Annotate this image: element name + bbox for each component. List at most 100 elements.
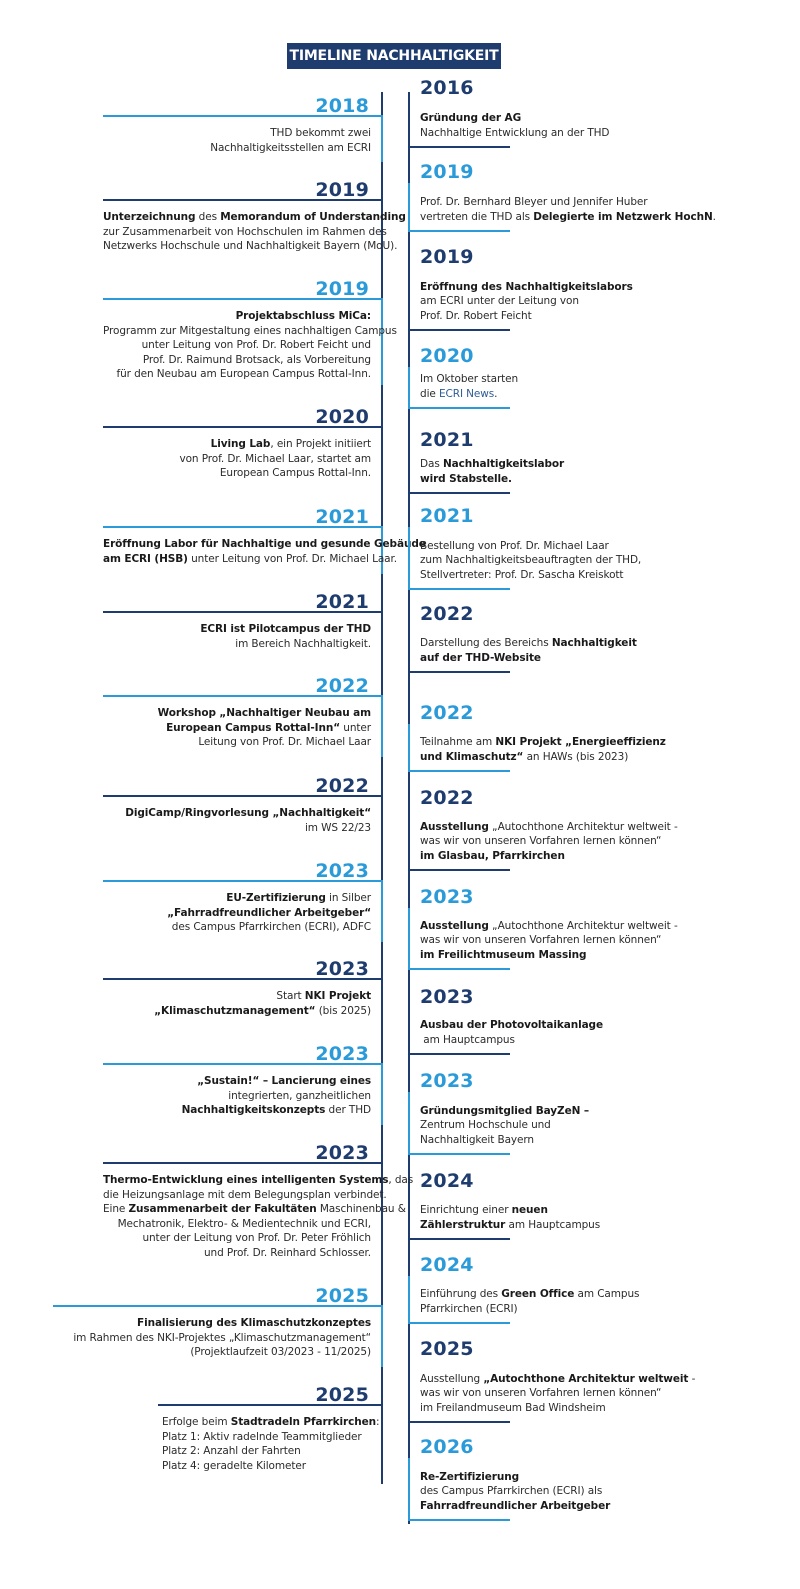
- ecri-news-link[interactable]: ECRI News: [438, 387, 495, 400]
- bold-text: Green Office: [501, 1288, 575, 1300]
- text: im Bereich Nachhaltigkeit.: [235, 637, 371, 650]
- entry-description: Finalisierung des Klimaschutzkonzeptes i…: [53, 1316, 371, 1360]
- text: am Hauptcampus: [505, 1218, 601, 1231]
- bold-text: Finalisierung des Klimaschutzkonzeptes: [137, 1317, 371, 1329]
- entry-description: Projektabschluss MiCa: Programm zur Mitg…: [103, 309, 397, 382]
- text: THD bekommt zwei Nachhaltigkeitsstellen …: [210, 127, 371, 154]
- text: .: [494, 387, 498, 400]
- bold-text: Delegierte im Netzwerk HochN: [533, 210, 713, 223]
- bold-text: Nachhaltigkeit auf der THD-Website: [420, 637, 637, 664]
- text: Einführung des: [420, 1288, 502, 1300]
- text: - was wir von unseren Vorfahren lernen k…: [420, 1372, 696, 1414]
- bold-text: Fahrradfreundlicher Arbeitgeber: [420, 1499, 611, 1512]
- page-title: TIMELINE NACHHALTIGKEIT: [287, 43, 501, 69]
- entry-description: Prof. Dr. Bernhard Bleyer und Jennifer H…: [420, 195, 716, 224]
- text: zur Zusammenarbeit von Hochschulen im Ra…: [103, 225, 398, 253]
- text: des: [195, 211, 221, 223]
- entry-description: EU-Zertifizierung in Silber „Fahrradfreu…: [103, 891, 371, 935]
- text: Programm zur Mitgestaltung eines nachhal…: [103, 324, 397, 380]
- year-label: 2025: [315, 1285, 369, 1307]
- bold-text: Living Lab: [210, 438, 271, 450]
- text: in Silber: [329, 892, 371, 904]
- text: des Campus Pfarrkirchen (ECRI), ADFC: [171, 921, 371, 933]
- text: Prof. Dr. Bernhard Bleyer und Jennifer H…: [420, 196, 648, 223]
- text: Darstellung des Bereichs: [420, 637, 552, 649]
- year-label: 2023: [420, 886, 474, 908]
- text: Ausstellung: [420, 1372, 484, 1385]
- bold-text: Nachhaltigkeitslabor wird Stabstelle.: [420, 458, 565, 485]
- timeline-axis-left: [381, 92, 383, 1484]
- bold-text: DigiCamp/Ringvorlesung „Nachhaltigkeit“: [125, 807, 371, 819]
- bold-text: Ausstellung: [420, 820, 489, 833]
- entry-description: Eröffnung Labor für Nachhaltige und gesu…: [103, 537, 426, 566]
- entry-description: Workshop „Nachhaltiger Neubau am Europea…: [103, 706, 371, 750]
- text: im Rahmen des NKI-Projektes „Klimaschutz…: [73, 1331, 371, 1359]
- bold-text: Memorandum of Understanding: [220, 211, 406, 223]
- bold-text: Ausbau der Photovoltaikanlage: [420, 1019, 603, 1031]
- year-label: 2023: [315, 1142, 369, 1164]
- text: : Platz 1: Aktiv radelnde Teammitglieder…: [162, 1416, 380, 1472]
- year-label: 2020: [420, 345, 474, 367]
- year-label: 2023: [315, 860, 369, 882]
- text: „Autochthone Architektur weltweit - was …: [420, 919, 678, 947]
- entry-description: Eröffnung des Nachhaltigkeitslabors am E…: [420, 280, 633, 324]
- entry-description: Erfolge beim Stadtradeln Pfarrkirchen: P…: [158, 1415, 380, 1473]
- entry-description: Ausbau der Photovoltaikanlage am Hauptca…: [420, 1018, 603, 1047]
- bold-text: Nachhaltigkeitskonzepts: [181, 1104, 326, 1116]
- entry-description: Bestellung von Prof. Dr. Michael Laar zu…: [420, 539, 641, 583]
- bold-text: Stadtradeln Pfarrkirchen: [230, 1416, 376, 1428]
- bold-text: „Sustain!“ – Lancierung eines: [197, 1075, 371, 1087]
- text: , ein Projekt initiiert von Prof. Dr. Mi…: [179, 438, 371, 479]
- text: Nachhaltige Entwicklung an der THD: [420, 126, 610, 139]
- year-label: 2020: [315, 406, 369, 428]
- text: unter Leitung von Prof. Dr. Michael Laar: [198, 721, 371, 749]
- year-label: 2023: [420, 986, 474, 1008]
- bold-text: „Autochthone Architektur weltweit: [483, 1372, 689, 1385]
- year-label: 2024: [420, 1254, 474, 1276]
- text: integrierten, ganzheitlichen: [228, 1089, 371, 1102]
- year-label: 2026: [420, 1436, 474, 1458]
- timeline-entry-left: 2023„Sustain!“ – Lancierung eines integr…: [103, 1044, 383, 1125]
- entry-description: DigiCamp/Ringvorlesung „Nachhaltigkeit“ …: [103, 806, 371, 835]
- year-label: 2021: [315, 506, 369, 528]
- year-label: 2018: [315, 95, 369, 117]
- bold-text: NKI Projekt „Energieeffizienz und Klimas…: [420, 736, 666, 763]
- year-label: 2019: [420, 161, 474, 183]
- entry-description: Einführung des Green Office am Campus Pf…: [420, 1287, 639, 1316]
- year-label: 2021: [420, 505, 474, 527]
- bold-text: im Freilichtmuseum Massing: [420, 948, 587, 961]
- entry-description: Thermo-Entwicklung eines intelligenten S…: [103, 1173, 413, 1260]
- year-label: 2022: [420, 787, 474, 809]
- year-label: 2019: [315, 179, 369, 201]
- entry-description: Start NKI Projekt „Klimaschutzmanagement…: [103, 989, 371, 1018]
- bold-text: Projektabschluss MiCa:: [235, 310, 372, 322]
- entry-description: Das Nachhaltigkeitslabor wird Stabstelle…: [420, 457, 564, 486]
- year-label: 2016: [420, 77, 474, 99]
- text: Zentrum Hochschule und Nachhaltigkeit Ba…: [420, 1119, 551, 1146]
- text: Bestellung von Prof. Dr. Michael Laar zu…: [420, 539, 642, 581]
- bold-text: Thermo-Entwicklung eines intelligenten S…: [103, 1174, 389, 1186]
- bold-text: Gründung der AG: [420, 112, 522, 124]
- year-label: 2022: [315, 675, 369, 697]
- entry-description: THD bekommt zwei Nachhaltigkeitsstellen …: [103, 126, 371, 155]
- year-label: 2019: [420, 246, 474, 268]
- entry-description: Einrichtung einer neuen Zählerstruktur a…: [420, 1203, 600, 1232]
